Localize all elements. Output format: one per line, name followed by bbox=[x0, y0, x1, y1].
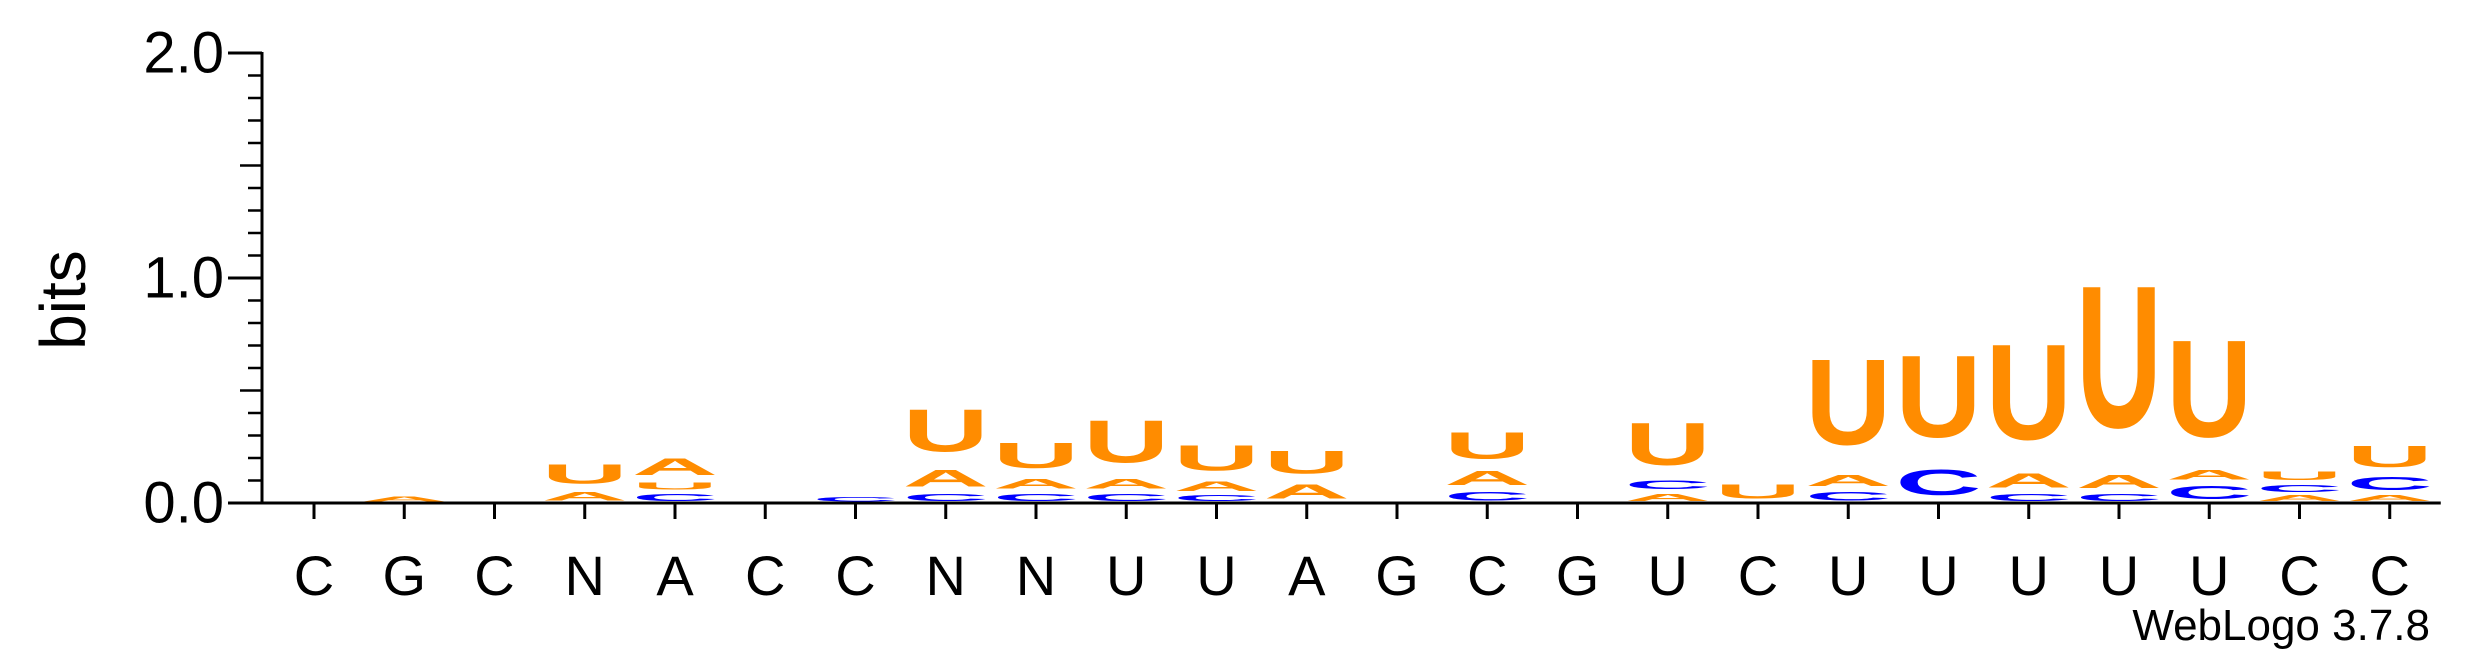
x-tick-label: N bbox=[1016, 544, 1056, 607]
logo-letter-A: A bbox=[1625, 492, 1711, 503]
x-tick-label: C bbox=[2370, 544, 2410, 607]
logo-letter-U: U bbox=[2347, 440, 2433, 474]
x-tick-label: C bbox=[745, 544, 785, 607]
logo-letter-C: C bbox=[812, 496, 898, 503]
logo-letter-A: A bbox=[2347, 494, 2433, 503]
logo-letter-U: U bbox=[632, 481, 718, 492]
logo-letter-A: A bbox=[1805, 472, 1891, 490]
x-tick-label: U bbox=[1828, 544, 1868, 607]
x-tick-label: N bbox=[565, 544, 605, 607]
x-tick-label: G bbox=[1556, 544, 1600, 607]
logo-letter-C: C bbox=[2347, 474, 2433, 494]
x-tick-label: C bbox=[2279, 544, 2319, 607]
x-tick-label: C bbox=[1738, 544, 1778, 607]
logo-letter-A: A bbox=[1174, 478, 1260, 494]
logo-letter-C: C bbox=[632, 492, 718, 503]
logo-letter-A: A bbox=[2257, 494, 2343, 503]
logo-letter-U: U bbox=[1173, 437, 1259, 478]
logo-letter-A: A bbox=[1264, 481, 1350, 503]
logo-letter-C: C bbox=[2256, 483, 2342, 494]
logo-letter-U: U bbox=[1805, 334, 1891, 471]
x-tick-label: U bbox=[1106, 544, 1146, 607]
logo-letter-U: U bbox=[1986, 317, 2072, 469]
logo-letter-U: U bbox=[2256, 469, 2342, 483]
logo-letter-U: U bbox=[903, 397, 989, 464]
x-tick-label: A bbox=[1288, 544, 1326, 607]
x-tick-label: C bbox=[1467, 544, 1507, 607]
logo-letter-A: A bbox=[1083, 476, 1169, 492]
logo-letter-C: C bbox=[1986, 492, 2072, 503]
footer-label: WebLogo 3.7.8 bbox=[2132, 601, 2430, 650]
y-axis-label: bits bbox=[27, 250, 99, 350]
x-tick-label: U bbox=[2099, 544, 2139, 607]
logo-letter-C: C bbox=[903, 492, 989, 503]
logo-letter-C: C bbox=[993, 492, 1079, 503]
logo-letter-U: U bbox=[1444, 424, 1530, 467]
logo-letter-C: C bbox=[1174, 494, 1260, 503]
x-tick-label: U bbox=[1648, 544, 1688, 607]
logo-letter-C: C bbox=[1444, 489, 1530, 503]
y-tick-label: 1.0 bbox=[143, 246, 224, 311]
logo-letter-A: A bbox=[361, 495, 447, 503]
x-tick-label: G bbox=[382, 544, 426, 607]
y-tick-label: 0.0 bbox=[143, 471, 224, 536]
logo-letter-U: U bbox=[1896, 331, 1982, 462]
x-tick-label: U bbox=[2009, 544, 2049, 607]
logo-letter-U: U bbox=[2076, 244, 2162, 471]
y-axis: 0.0 1.0 2.0 bbox=[143, 21, 264, 536]
logo-letter-A: A bbox=[2076, 472, 2162, 492]
logo-letter-A: A bbox=[1986, 469, 2072, 491]
logo-letter-A: A bbox=[632, 454, 718, 481]
x-tick-label: C bbox=[474, 544, 514, 607]
logo-letter-U: U bbox=[542, 458, 628, 489]
logo-letter-U: U bbox=[1083, 408, 1169, 475]
x-tick-label: U bbox=[1918, 544, 1958, 607]
logo-letter-U: U bbox=[2166, 312, 2252, 466]
x-tick-label: U bbox=[2189, 544, 2229, 607]
logo-letter-A: A bbox=[542, 489, 628, 503]
x-tick-label: A bbox=[656, 544, 694, 607]
logo-letter-A: A bbox=[993, 476, 1079, 492]
x-tick-label: N bbox=[926, 544, 966, 607]
logo-letter-C: C bbox=[1083, 492, 1169, 503]
x-tick-label: U bbox=[1196, 544, 1236, 607]
logo-letter-C: C bbox=[2166, 483, 2252, 503]
x-tick-label: C bbox=[294, 544, 334, 607]
y-tick-label: 2.0 bbox=[143, 21, 224, 86]
logo-letter-U: U bbox=[1715, 481, 1801, 503]
logo-letter-U: U bbox=[1264, 445, 1350, 481]
logo-letter-A: A bbox=[1444, 467, 1530, 489]
x-tick-label: G bbox=[1375, 544, 1419, 607]
logo-letter-A: A bbox=[903, 465, 989, 492]
logo-letter-A: A bbox=[2166, 467, 2252, 483]
logo-letter-C: C bbox=[1895, 462, 1981, 503]
x-tick-label: C bbox=[835, 544, 875, 607]
logo-letter-C: C bbox=[1625, 478, 1711, 492]
logo-letter-C: C bbox=[1805, 489, 1891, 503]
logo-letter-U: U bbox=[993, 435, 1079, 476]
logo-letter-U: U bbox=[1625, 411, 1711, 478]
logo-letter-C: C bbox=[2076, 492, 2162, 503]
